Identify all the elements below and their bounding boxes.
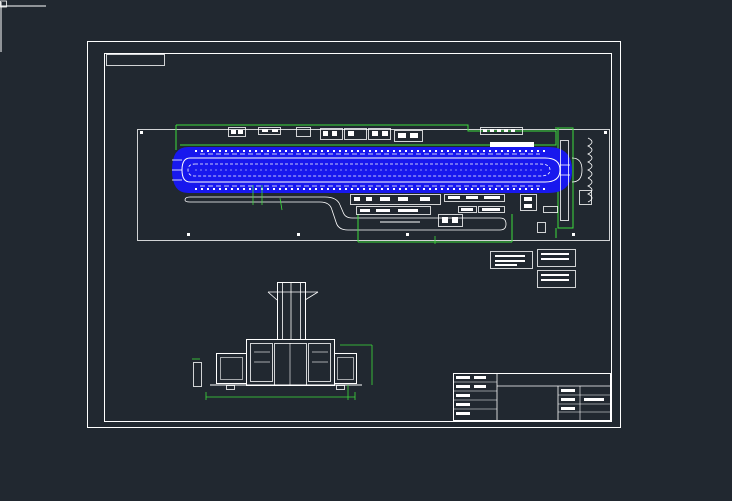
site-markers <box>140 131 607 236</box>
title-block[interactable] <box>453 373 611 421</box>
corner-label-box <box>106 54 165 66</box>
lower-path <box>184 185 513 244</box>
right-conveyor-detail <box>537 137 593 233</box>
legend-boxes <box>490 249 576 288</box>
ucs-icon <box>0 0 46 52</box>
lower-equipment-blocks <box>350 194 537 227</box>
sheet-outer-border <box>87 41 621 428</box>
sheet-inner-border <box>104 53 612 422</box>
elevation-view[interactable] <box>192 282 373 400</box>
top-equipment-blocks <box>228 127 534 147</box>
conveyor-loop <box>172 147 572 193</box>
plan-view[interactable] <box>137 124 610 244</box>
